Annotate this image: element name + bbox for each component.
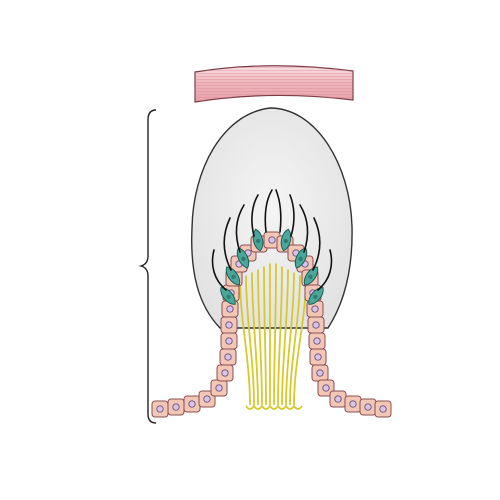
hair-cell [303,266,319,286]
nerve-fibre [257,269,263,406]
cilium [251,194,259,237]
epithelial-cell [216,364,234,382]
cell-nucleus [226,305,234,313]
epithelial-cell [307,316,325,334]
cell-nucleus [225,337,233,345]
hair-cell-nucleus [226,294,231,299]
cell-nucleus [172,403,180,411]
cell-nucleus [334,395,342,403]
hair-cell [308,287,324,305]
cell-nucleus [364,403,372,411]
hair-cell-nucleus [313,294,318,299]
nerve-fibre [277,266,283,406]
epithelial-cell [329,390,347,408]
cell-nucleus [221,369,229,377]
epithelial-cell [374,400,392,418]
stereocilia [211,189,333,291]
epithelial-cell [151,400,169,418]
hair-cell-nucleus [231,274,236,280]
hair-cell [225,266,241,286]
epithelial-cell [183,395,201,413]
cilium [317,249,333,291]
cell-nucleus [349,400,357,408]
cilium [312,217,321,271]
epithelial-cell [308,332,326,350]
sensory-epithelium [151,231,392,418]
hair-cell-nucleus [308,274,313,280]
cell-nucleus [313,337,321,345]
cell-nucleus [311,305,319,313]
epithelial-cell [220,332,238,350]
nerve-fibre [245,275,255,406]
nerve-fibre [281,269,289,406]
epithelial-cell [359,398,377,416]
cell-nucleus [215,384,223,392]
cell-nucleus [203,395,211,403]
cell-nucleus [312,321,320,329]
epithelial-cell [167,398,185,416]
nerve-bundle [245,404,303,410]
hair-cell [252,228,264,252]
cell-nucleus [225,321,233,329]
cupula [191,107,353,329]
nerve-fibre [251,272,259,406]
epithelial-cell [219,348,237,366]
cilium [299,204,309,253]
cell-nucleus [316,369,324,377]
epithelial-cell [220,316,238,334]
hair-cell [236,247,250,269]
cell-nucleus [379,405,387,413]
nerve-fibre [285,272,295,406]
epithelial-cell [344,395,362,413]
cilium [223,217,232,271]
cell-nucleus [188,400,196,408]
cell-nucleus [314,353,322,361]
cilium [264,189,273,233]
epithelial-cell [210,379,228,397]
cilium [211,249,227,291]
cell-nucleus [224,353,232,361]
epithelial-cell [311,364,329,382]
cilium [289,194,295,237]
hair-cell-nucleus [241,256,246,262]
hair-cell [280,228,292,252]
epithelial-cell [309,348,327,366]
nerve-fibre [263,266,267,406]
hair-cell-nucleus [283,238,288,244]
nerve-fibre [289,275,301,406]
hair-cell-nucleus [256,238,261,244]
hair-cell [220,287,236,305]
nerve-fibre [239,278,251,406]
epithelial-cell [221,300,239,318]
cell-nucleus [322,384,330,392]
hair-cell-nucleus [298,256,303,262]
ampulla-wall-band [194,65,354,103]
cell-nucleus [156,405,164,413]
height-bracket [138,109,157,424]
epithelial-cell [263,231,281,249]
cilium [275,189,282,233]
nerve-fibre [273,263,277,406]
hair-cells [220,228,324,305]
cell-nucleus [268,236,276,244]
hair-cell [294,247,308,269]
cilium [235,204,245,253]
